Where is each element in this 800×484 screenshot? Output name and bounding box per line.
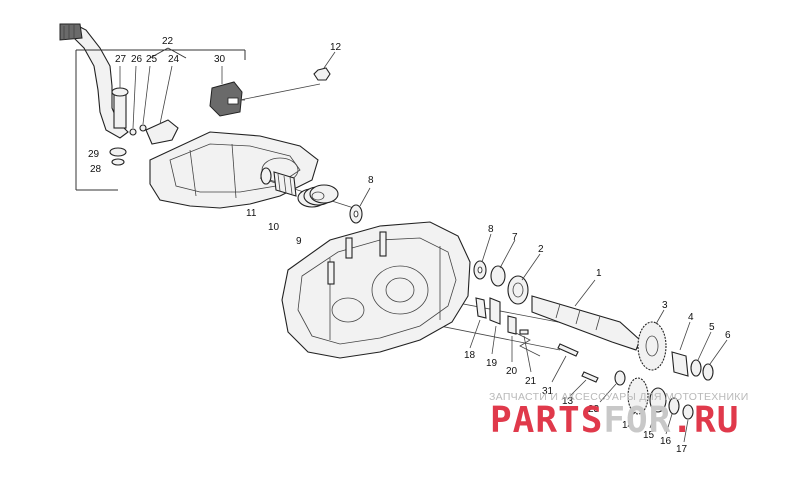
- gear-3: [637, 309, 667, 371]
- nut-12: [313, 51, 336, 81]
- callout-2: 2: [538, 244, 544, 255]
- callout-23: 23: [588, 404, 600, 415]
- callout-10: 10: [268, 222, 280, 233]
- callout-31: 31: [542, 386, 554, 397]
- spring-9: [297, 184, 339, 208]
- callout-15: 15: [643, 430, 655, 441]
- callout-5: 5: [709, 322, 715, 333]
- callout-13: 13: [562, 396, 574, 407]
- watermark-brand-right: .RU: [671, 400, 739, 441]
- lever-pin-27: [111, 66, 129, 129]
- callout-26: 26: [131, 54, 143, 65]
- bearing-15: [649, 387, 667, 429]
- callout-7: 7: [512, 232, 518, 243]
- watermark-brand-left: PARTS: [490, 400, 603, 441]
- lever-small-parts: [109, 65, 179, 166]
- watermark-tagline: ЗАПЧАСТИ И АКСЕССУАРЫ ДЛЯ МОТОТЕХНИКИ: [489, 391, 749, 403]
- watermark-brand: PARTSFOR.RU: [490, 400, 739, 441]
- bushing-4: [671, 321, 691, 377]
- plate-20: [507, 315, 517, 362]
- gear-14: [627, 377, 649, 419]
- callout-labels: 1 2 3 4 5 6 7 8 8 9 10 11 12 13 14 15 16…: [88, 36, 731, 455]
- washer-23: [599, 370, 626, 403]
- ring-7: [490, 239, 516, 287]
- kick-start-shaft-1: [531, 279, 641, 351]
- callout-18: 18: [464, 350, 476, 361]
- callout-21: 21: [525, 376, 537, 387]
- callout-1: 1: [596, 268, 602, 279]
- callout-9: 9: [296, 236, 302, 247]
- callout-8-mid: 8: [488, 224, 494, 235]
- callout-bracket-22: [75, 47, 246, 191]
- washer-8-top: [349, 187, 371, 224]
- callout-19: 19: [486, 358, 498, 369]
- washer-16: [665, 397, 680, 435]
- spring-clip-18: [469, 297, 487, 349]
- callout-6: 6: [725, 330, 731, 341]
- washer-8-mid: [473, 233, 492, 280]
- callout-4: 4: [688, 312, 694, 323]
- callout-11: 11: [246, 208, 257, 219]
- callout-12: 12: [330, 42, 342, 53]
- callout-14: 14: [622, 420, 634, 431]
- callout-22: 22: [162, 36, 174, 47]
- callout-17: 17: [676, 444, 688, 455]
- screw-31: [551, 343, 579, 383]
- ring-6: [702, 339, 728, 381]
- plate-19: [489, 297, 501, 355]
- left-crankcase: [149, 131, 319, 209]
- callout-30: 30: [214, 54, 226, 65]
- ring-11: [260, 167, 272, 185]
- callout-25: 25: [146, 54, 158, 65]
- callout-28: 28: [90, 164, 102, 175]
- watermark: ЗАПЧАСТИ И АКСЕССУАРЫ ДЛЯ МОТОТЕХНИКИ PA…: [489, 391, 749, 441]
- washer-5: [690, 331, 712, 377]
- ring-17: [682, 404, 694, 443]
- callout-27: 27: [115, 54, 127, 65]
- screw-13: [569, 371, 599, 397]
- screw-21: [519, 329, 532, 373]
- rubber-cover-30: [209, 66, 321, 117]
- gear-2: [507, 253, 541, 305]
- callout-24: 24: [168, 54, 180, 65]
- callout-3: 3: [662, 300, 668, 311]
- callout-16: 16: [660, 436, 672, 447]
- callout-20: 20: [506, 366, 518, 377]
- main-crankcase: [281, 221, 471, 359]
- needle-bearing-10: [273, 171, 297, 197]
- watermark-brand-mid: FOR: [603, 400, 671, 441]
- callout-29: 29: [88, 149, 100, 160]
- kick-start-lever: [59, 23, 129, 139]
- callout-8-top: 8: [368, 175, 374, 186]
